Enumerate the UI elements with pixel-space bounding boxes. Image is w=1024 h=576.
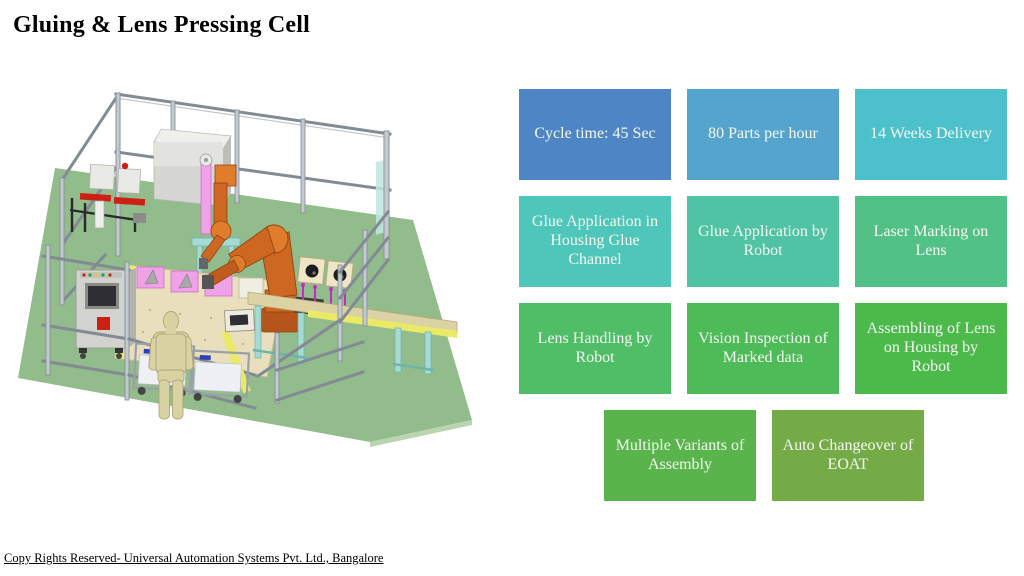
conveyor [247,291,458,375]
safety-fence-right [255,130,391,379]
card-vision-inspection: Vision Inspection of Marked data [687,303,839,394]
indicator-lights [82,273,112,277]
card-delivery: 14 Weeks Delivery [855,89,1007,180]
card-variants: Multiple Variants of Assembly [604,410,756,501]
card-eoat-changeover: Auto Changeover of EOAT [772,410,924,501]
card-glue-robot: Glue Application by Robot [687,196,839,287]
card-lens-handling: Lens Handling by Robot [519,303,671,394]
emergency-button [121,162,129,170]
red-button [97,317,110,330]
hmi-screen [229,314,249,326]
card-assembling: Assembling of Lens on Housing by Robot [855,303,1007,394]
card-laser-marking: Laser Marking on Lens [855,196,1007,287]
operator-mannequin [148,311,194,420]
cabinet-screen [88,286,116,306]
card-parts-per-hour: 80 Parts per hour [687,89,839,180]
yellow-gate-post [221,330,251,394]
card-cycle-time: Cycle time: 45 Sec [519,89,671,180]
card-glue-housing: Glue Application in Housing Glue Channel [519,196,671,287]
hmi-panel [224,308,256,333]
copyright-note: Copy Rights Reserved- Universal Automati… [4,551,384,565]
cell-3d-render [18,92,472,447]
page-title: Gluing & Lens Pressing Cell [13,12,310,38]
glue-station [69,162,146,232]
